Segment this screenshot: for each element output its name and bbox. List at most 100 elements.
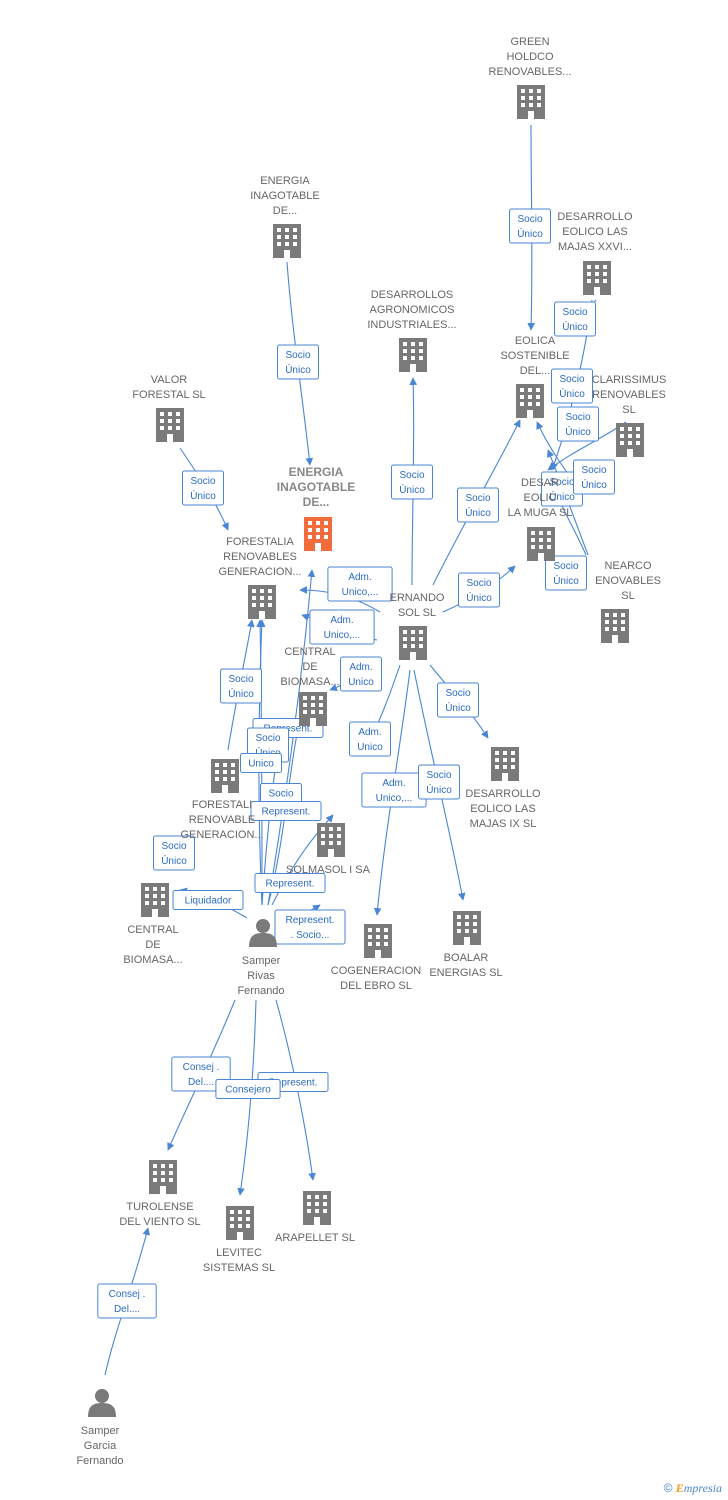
edge-label[interactable]: Represent. [254,873,326,893]
main-company-node[interactable]: ENERGIAINAGOTABLEDE... [277,465,355,551]
edge-label-text: Socio [285,350,310,361]
edge-label[interactable]: Liquidador [172,890,244,910]
edge-label[interactable]: Adm.Unico [349,721,391,757]
building-icon [453,911,481,945]
company-node[interactable]: EOLICASOSTENIBLEDEL... [500,335,570,418]
edge-label-text: Único [161,854,187,867]
company-node[interactable]: ENERGIAINAGOTABLEDE... [250,175,320,258]
node-label: HOLDCO [506,51,554,63]
node-label: SOL SL [398,607,436,619]
company-node[interactable]: SOLMASOL I SA [286,823,371,876]
edge-label[interactable]: Socio [260,783,302,803]
edge-label[interactable]: Adm.Unico,... [361,772,427,808]
node-label: Fernando [237,985,284,997]
node-label: ERNANDO [389,592,444,604]
edge-label-text: Represent. [262,807,311,818]
node-label: MAJAS IX SL [470,818,537,830]
company-node[interactable]: ARAPELLET SL [275,1191,355,1244]
company-node[interactable]: DESARROLLOSAGRONOMICOSINDUSTRIALES... [367,289,457,372]
edge-label[interactable]: Represent.. Socio... [274,909,346,945]
edge-label[interactable]: Adm.Unico,... [327,566,393,602]
node-label: DE [145,939,160,951]
node-label: EOLIC [523,492,556,504]
edge-label[interactable]: Unico [240,753,282,773]
company-node[interactable]: FORESTALIARENOVABLESGENERACION... [218,536,302,619]
node-label: CENTRAL [284,646,335,658]
person-icon [88,1389,116,1417]
building-icon [317,823,345,857]
edge-label[interactable]: Adm.Unico [340,656,382,692]
company-node[interactable]: ERNANDO SOL SL [389,592,445,660]
edge-label-text: Socio [559,374,584,385]
edge-label-text: Adm. [358,727,381,738]
building-icon [516,384,544,418]
edge-label-text: Socio [228,674,253,685]
node-label: DESARROLLOS [371,289,454,301]
edge-label-text: Único [465,506,491,519]
node-label: Fernando [76,1455,123,1467]
edge-label-text: Socio [255,733,280,744]
node-label: Samper [242,955,281,967]
node-label: SL [621,590,634,602]
node-label: DESARROLLO [557,211,633,223]
node-label: EOLICO LAS [470,803,535,815]
node-label: Samper [81,1425,120,1437]
node-label: CENTRAL [127,924,178,936]
node-label: INAGOTABLE [277,480,355,494]
edge-label[interactable]: Consejero [215,1079,281,1099]
edge-label[interactable]: Represent. [250,801,322,821]
edge-label-text: Socio [426,770,451,781]
company-node[interactable]: CENTRALDEBIOMASA... [280,646,340,726]
node-label: TUROLENSE [126,1201,193,1213]
node-label: DE... [303,495,330,509]
edge-label-text: Único [228,687,254,700]
edge-label-text: Represent. [269,1078,318,1089]
node-label: ENERGIA [260,175,310,187]
edge-label[interactable]: Adm.Unico,... [309,609,375,645]
company-node[interactable]: GREENHOLDCORENOVABLES... [489,36,572,119]
node-label: BIOMASA... [123,954,182,966]
edge-label-text: Socio [466,578,491,589]
edge-label-text: Del.... [114,1304,140,1315]
edge-label-text: Único [562,320,588,333]
edge-label-text: Del.... [188,1077,214,1088]
empresia-logo[interactable]: Empresia [675,1481,722,1495]
company-node[interactable]: CENTRAL DE BIOMASA... [123,883,183,966]
edge-label-text: Único [581,478,607,491]
edge-label-text: Socio [549,477,574,488]
edge-label[interactable]: Consej .Del.... [97,1283,157,1319]
company-node[interactable]: FORESTALIRENOVABLEGENERACION... [180,759,264,841]
edge-label-text: Socio [268,789,293,800]
node-label: BOALAR [444,952,489,964]
building-icon [601,609,629,643]
edge-label-text: Socio [445,688,470,699]
